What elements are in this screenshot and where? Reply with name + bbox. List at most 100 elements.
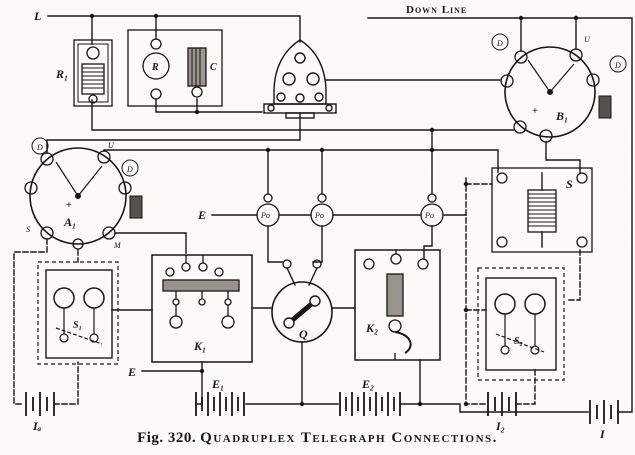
junction-dot — [194, 109, 200, 115]
needle — [527, 59, 575, 93]
relay-terminal — [276, 92, 286, 102]
battery-cells — [589, 400, 619, 424]
a1-plus: + — [66, 200, 72, 211]
terminal — [513, 120, 527, 134]
letter-ring — [31, 137, 49, 155]
magnet-block — [598, 95, 612, 119]
terminal — [86, 46, 100, 60]
wire — [46, 15, 633, 413]
terminal — [282, 259, 292, 269]
relay-base — [263, 103, 337, 114]
component-body — [73, 39, 113, 107]
battery-ia — [25, 392, 55, 416]
contact — [417, 258, 429, 270]
coil-leads — [63, 308, 95, 334]
battery-e1 — [195, 392, 245, 416]
resistance-r1 — [73, 39, 113, 107]
corner-terminal — [496, 172, 508, 184]
transmitter-k2 — [354, 249, 441, 361]
terminal — [150, 88, 162, 100]
figure-caption: Fig. 320. Quadruplex Telegraph Connectio… — [0, 429, 635, 447]
junction-dot — [463, 307, 469, 313]
junction-dot — [417, 401, 423, 407]
key-lever — [394, 331, 412, 354]
condenser-plates — [191, 48, 201, 86]
figure-title: Quadruplex Telegraph Connections. — [200, 430, 498, 446]
corner-terminal — [496, 236, 508, 248]
battery-i2 — [487, 392, 517, 416]
coil-leads — [504, 314, 536, 346]
k2-label: K₂ — [365, 321, 378, 335]
switch-base — [271, 281, 333, 343]
coil-leads — [175, 305, 229, 316]
terminal — [539, 129, 553, 143]
contact — [181, 262, 191, 272]
sounder-s1 — [37, 261, 119, 365]
po1-label: Po — [260, 211, 270, 220]
transmitter-k1 — [151, 254, 253, 363]
component-body — [491, 167, 593, 253]
junction-dot — [429, 147, 435, 153]
coil-hatching — [528, 193, 556, 227]
terminal — [317, 193, 327, 203]
terminal — [118, 181, 132, 195]
contact — [214, 267, 224, 277]
component-body — [151, 254, 253, 363]
resistor-coil — [81, 63, 105, 95]
terminal — [150, 38, 162, 50]
junction-dot — [463, 181, 469, 187]
coil — [169, 315, 183, 329]
coil — [53, 287, 75, 309]
down-line-label: Down Line — [406, 4, 467, 16]
contact — [390, 253, 402, 265]
instrument-dial — [29, 147, 127, 245]
terminal — [514, 50, 528, 64]
pole-changer-body — [310, 203, 334, 227]
relay-coil — [306, 72, 320, 86]
e2-label: E₂ — [361, 377, 374, 391]
relay-terminal — [294, 52, 306, 64]
b1-terminal-u: U — [584, 35, 591, 44]
galvanometer-b1 — [491, 33, 627, 143]
terminal — [88, 94, 98, 104]
battery-cells — [195, 392, 245, 416]
coil — [524, 293, 546, 315]
junction-dot — [89, 13, 95, 19]
battery-cells — [487, 392, 517, 416]
s-label: S — [566, 177, 573, 191]
rheostat-label: R — [151, 62, 159, 73]
magnet-block — [129, 195, 143, 219]
armature-lever — [55, 327, 103, 345]
terminal — [191, 86, 203, 98]
ia-label: Iₐ — [32, 419, 42, 433]
junction-dots — [89, 13, 579, 407]
letter-ring — [609, 55, 627, 73]
b1-label: B₁ — [555, 109, 568, 123]
dashed-enclosure — [477, 267, 565, 381]
a1-label: A₁ — [63, 215, 76, 229]
pole-changer-2 — [310, 193, 334, 227]
component-body — [45, 269, 113, 359]
b1-plus: + — [532, 106, 538, 117]
e-bottom-label: E — [127, 365, 136, 379]
terminal — [72, 238, 84, 250]
terminal — [97, 150, 111, 164]
needle — [55, 161, 103, 197]
b1-terminal-d1: D — [496, 39, 503, 48]
relay-terminal — [295, 93, 305, 103]
k1-label: K₁ — [193, 339, 206, 353]
a1-terminal-u: U — [108, 141, 115, 150]
lever-knob — [309, 295, 321, 307]
junction-dot — [463, 401, 469, 407]
battery-cells — [339, 392, 401, 416]
r1-label: R₁ — [55, 67, 68, 81]
contact — [165, 267, 175, 277]
switch-q — [271, 259, 333, 343]
battery-i — [589, 400, 619, 424]
dashed-enclosure — [37, 261, 119, 365]
corner-terminal — [576, 172, 588, 184]
terminal — [40, 226, 54, 240]
contact — [224, 298, 232, 306]
terminal — [500, 345, 510, 355]
junction-dot — [199, 368, 205, 374]
